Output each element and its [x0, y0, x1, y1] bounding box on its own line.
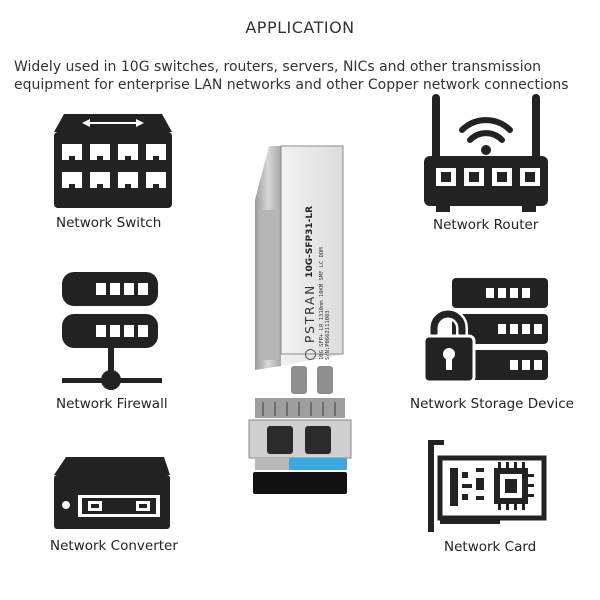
network-router-icon: [424, 94, 548, 212]
module-label: PSTRAN 10G-SFP31-LR 10G SFP+ LR 1310nm 1…: [303, 170, 353, 360]
network-converter-label: Network Converter: [50, 538, 178, 554]
description-line-2: equipment for enterprise LAN networks an…: [14, 77, 569, 93]
network-switch-label: Network Switch: [56, 215, 162, 231]
description-line-1: Widely used in 10G switches, routers, se…: [14, 59, 542, 75]
network-converter-icon: [54, 457, 170, 529]
sfp-module-body: [248, 145, 352, 494]
page-title: APPLICATION: [245, 18, 355, 37]
network-switch-icon: [54, 114, 172, 208]
brand-logo-icon: [304, 349, 316, 360]
network-router-label: Network Router: [433, 217, 539, 233]
network-card-label: Network Card: [444, 539, 537, 555]
network-firewall-icon: [62, 272, 162, 390]
network-firewall-label: Network Firewall: [56, 396, 168, 412]
network-storage-label: Network Storage Device: [410, 396, 574, 412]
sfp-module: PSTRAN 10G-SFP31-LR 10G SFP+ LR 1310nm 1…: [245, 140, 355, 500]
description: Widely used in 10G switches, routers, se…: [14, 58, 594, 94]
network-storage-icon: [424, 278, 548, 384]
network-card-icon: [428, 440, 547, 532]
module-serial: S/N:P0662111083: [325, 310, 331, 360]
module-model: 10G-SFP31-LR: [305, 205, 315, 278]
module-brand: PSTRAN: [303, 283, 317, 343]
